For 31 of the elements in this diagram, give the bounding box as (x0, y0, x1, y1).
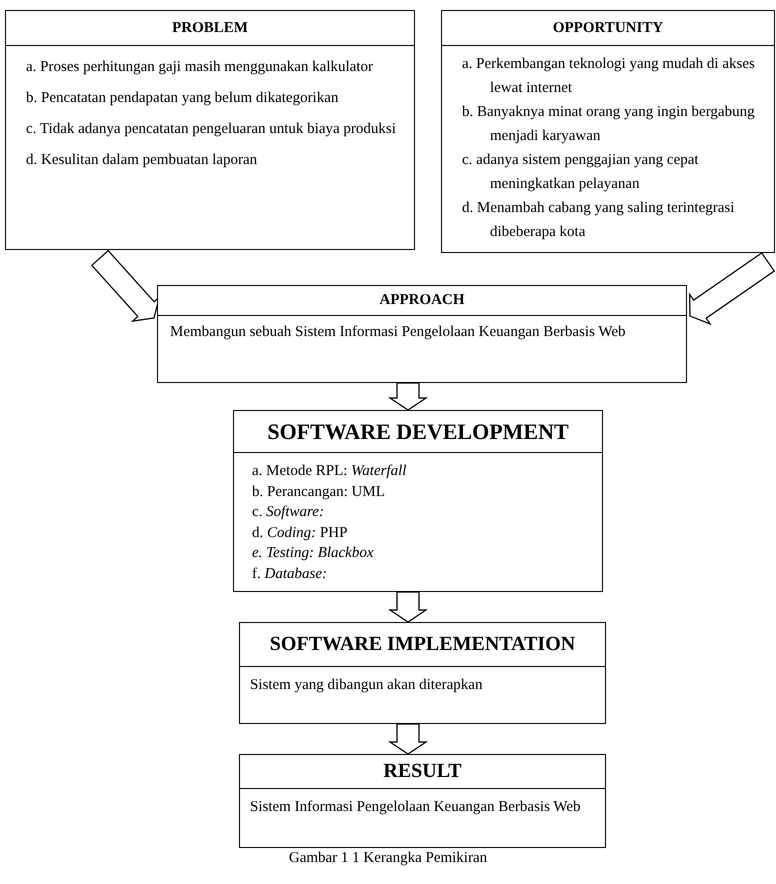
box-heading: SOFTWARE DEVELOPMENT (267, 418, 569, 444)
list-item: d. Coding: PHP (252, 524, 348, 542)
list-item: b. Perancangan: UML (252, 482, 386, 502)
list-item: f. Database: (252, 564, 328, 584)
list-item: c. Tidak adanya pencatatan pengeluaran untuk biaya produksi (26, 120, 397, 139)
list-item: c. Software: (252, 503, 325, 522)
box-text: Sistem yang dibangun akan diterapkan (250, 676, 484, 695)
block-arrow (388, 591, 428, 623)
process-box (5, 10, 415, 250)
list-item: d. Kesulitan dalam pembuatan laporan (26, 151, 258, 170)
box-text: Sistem Informasi Pengelolaan Keuangan Berbasis Web (250, 798, 582, 817)
box-heading: OPPORTUNITY (552, 20, 664, 36)
block-arrow (388, 723, 428, 755)
box-heading: SOFTWARE IMPLEMENTATION (270, 633, 576, 656)
process-box (239, 754, 606, 848)
list-item: e. Testing: Blackbox (252, 544, 375, 563)
caption: Gambar 1 1 Kerangka Pemikiran (288, 850, 488, 866)
list-item: a. Proses perhitungan gaji masih menggunakan kalkulator (26, 58, 374, 77)
process-box (441, 10, 775, 253)
block-arrow (388, 382, 428, 411)
box-text: Membangun sebuah Sistem Informasi Pengelolaan Keuangan Berbasis Web (170, 323, 626, 342)
process-box (239, 622, 606, 724)
process-box (157, 285, 687, 383)
process-box (233, 410, 603, 592)
list-item: a. Metode RPL: Waterfall (252, 462, 408, 481)
block-arrow (688, 252, 776, 326)
list-item: d. Menambah cabang yang saling terintegrasi dibeberapa kota (462, 199, 736, 242)
box-heading: RESULT (383, 760, 462, 783)
list-item: b. Pencatatan pendapatan yang belum dikategorikan (26, 89, 340, 108)
box-heading: APPROACH (380, 292, 464, 309)
box-heading: PROBLEM (172, 20, 248, 36)
